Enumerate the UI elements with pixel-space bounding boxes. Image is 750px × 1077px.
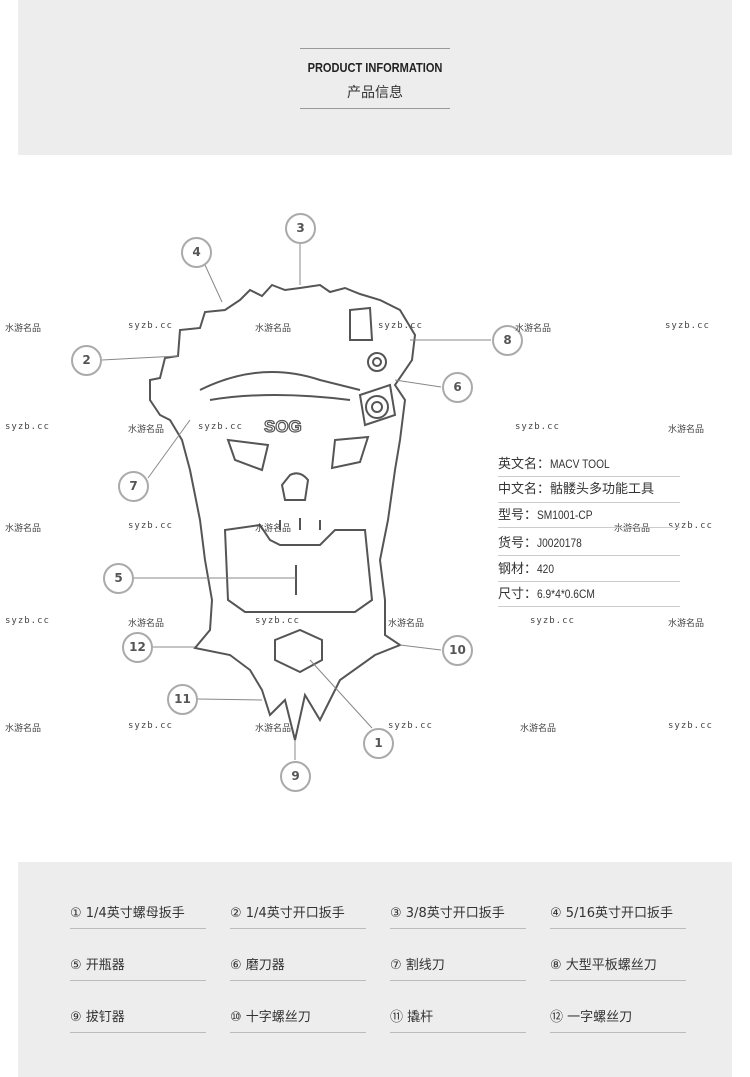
features-band <box>18 862 732 1077</box>
spec-label: 型号： <box>498 508 538 523</box>
tool-outline <box>149 283 417 741</box>
spec-row: 钢材：420 <box>498 557 680 582</box>
watermark: 水游名品 <box>255 724 292 734</box>
watermark: 水游名品 <box>5 324 42 334</box>
watermark: 水游名品 <box>515 324 552 334</box>
feature-item: ③ 3/8英寸开口扳手 <box>390 901 526 929</box>
divider <box>300 48 450 49</box>
spec-row: 中文名：骷髅头多功能工具 <box>498 478 680 503</box>
callout-8: 8 <box>492 325 523 356</box>
title-en: PRODUCT INFORMATION <box>307 60 443 75</box>
callout-6: 6 <box>442 372 473 403</box>
feature-item: ⑦ 割线刀 <box>390 953 526 981</box>
watermark: 水游名品 <box>668 619 705 629</box>
watermark: syzb.cc <box>128 721 173 731</box>
feature-item: ⑫ 一字螺丝刀 <box>550 1005 686 1033</box>
watermark: 水游名品 <box>388 619 425 629</box>
spec-row: 货号：J0020178 <box>498 531 680 556</box>
watermark: syzb.cc <box>198 422 243 432</box>
watermark: syzb.cc <box>378 321 423 331</box>
callout-4: 4 <box>181 237 212 268</box>
watermark: 水游名品 <box>668 425 705 435</box>
watermark: syzb.cc <box>255 616 300 626</box>
feature-item: ⑩ 十字螺丝刀 <box>230 1005 366 1033</box>
divider <box>300 108 450 109</box>
watermark: syzb.cc <box>128 521 173 531</box>
feature-item: ① 1/4英寸螺母扳手 <box>70 901 206 929</box>
callout-1: 1 <box>363 728 394 759</box>
watermark: syzb.cc <box>388 721 433 731</box>
watermark: syzb.cc <box>530 616 575 626</box>
callout-2: 2 <box>71 345 102 376</box>
watermark: syzb.cc <box>515 422 560 432</box>
watermark: 水游名品 <box>255 524 292 534</box>
feature-item: ② 1/4英寸开口扳手 <box>230 901 366 929</box>
watermark: syzb.cc <box>668 521 713 531</box>
watermark: 水游名品 <box>5 524 42 534</box>
callout-9: 9 <box>280 761 311 792</box>
spec-value: 骷髅头多功能工具 <box>550 482 655 497</box>
spec-row: 尺寸：6.9*4*0.6CM <box>498 582 680 607</box>
watermark: syzb.cc <box>5 422 50 432</box>
watermark: 水游名品 <box>520 724 557 734</box>
feature-item: ④ 5/16英寸开口扳手 <box>550 901 686 929</box>
feature-item: ⑧ 大型平板螺丝刀 <box>550 953 686 981</box>
watermark: 水游名品 <box>614 524 651 534</box>
header-band <box>18 0 732 155</box>
watermark: 水游名品 <box>128 425 165 435</box>
watermark: 水游名品 <box>128 619 165 629</box>
callout-10: 10 <box>442 635 473 666</box>
spec-value: SM1001-CP <box>537 508 593 522</box>
tool-diagram: SOG <box>101 244 491 760</box>
spec-row: 英文名：MACV TOOL <box>498 452 680 477</box>
spec-label: 中文名： <box>498 482 551 497</box>
callout-11: 11 <box>167 684 198 715</box>
watermark: syzb.cc <box>668 721 713 731</box>
watermark: syzb.cc <box>665 321 710 331</box>
feature-item: ⑨ 拔钉器 <box>70 1005 206 1033</box>
callout-12: 12 <box>122 632 153 663</box>
spec-value: MACV TOOL <box>550 457 610 471</box>
spec-row: 型号：SM1001-CP <box>498 503 680 528</box>
callout-7: 7 <box>118 471 149 502</box>
spec-label: 货号： <box>498 536 538 551</box>
sog-logo: SOG <box>264 417 302 436</box>
spec-value: 420 <box>537 562 555 576</box>
spec-value: 6.9*4*0.6CM <box>537 587 595 601</box>
spec-value: J0020178 <box>537 536 582 550</box>
leader-lines <box>101 244 491 760</box>
spec-label: 英文名： <box>498 457 551 472</box>
watermark: 水游名品 <box>255 324 292 334</box>
watermark: syzb.cc <box>5 616 50 626</box>
feature-item: ⑤ 开瓶器 <box>70 953 206 981</box>
watermark: syzb.cc <box>128 321 173 331</box>
spec-label: 尺寸： <box>498 587 538 602</box>
feature-item: ⑥ 磨刀器 <box>230 953 366 981</box>
callout-3: 3 <box>285 213 316 244</box>
title-cn: 产品信息 <box>347 85 403 101</box>
callout-5: 5 <box>103 563 134 594</box>
spec-label: 钢材： <box>498 562 538 577</box>
watermark: 水游名品 <box>5 724 42 734</box>
feature-item: ⑪ 撬杆 <box>390 1005 526 1033</box>
